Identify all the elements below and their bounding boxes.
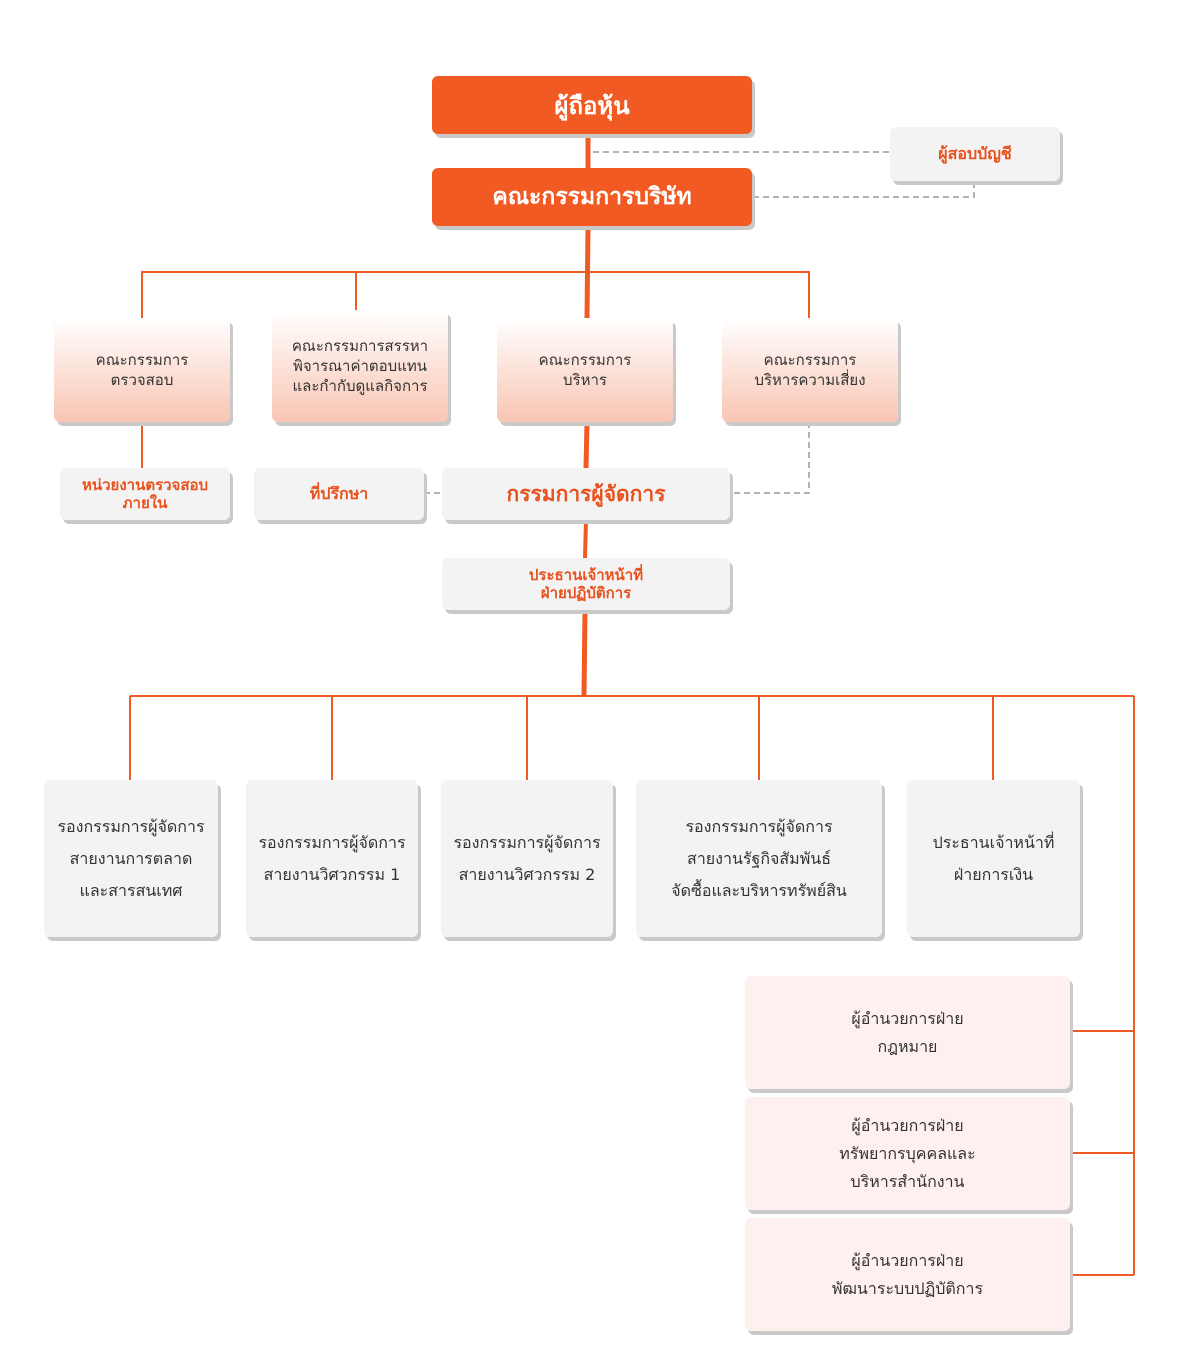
board-box: คณะกรรมการบริษัท [432,168,752,226]
risk-committee-box: คณะกรรมการ บริหารความเสี่ยง [722,318,898,422]
department-box-engineering-1: รองกรรมการผู้จัดการ สายงานวิศวกรรม 1 [246,780,418,937]
department-label: รองกรรมการผู้จัดการ สายงานวิศวกรรม 1 [258,832,406,884]
director-box-hr: ผู้อำนวยการฝ่าย ทรัพยากรบุคคลและ บริหารส… [745,1097,1070,1210]
board-label: คณะกรรมการบริษัท [492,184,692,210]
managing-director-box: กรรมการผู้จัดการ [442,468,730,520]
advisor-box: ที่ปรึกษา [254,468,424,520]
coo-label: ประธานเจ้าหน้าที่ ฝ่ายปฏิบัติการ [528,566,644,602]
executive-committee-box: คณะกรรมการ บริหาร [497,318,673,422]
risk-to-md-link [730,422,810,494]
auditor-link-board [753,182,975,198]
advisor-label: ที่ปรึกษา [309,483,369,503]
director-box-legal: ผู้อำนวยการฝ่าย กฎหมาย [745,976,1070,1089]
managing-director-label: กรรมการผู้จัดการ [506,481,666,506]
shareholders-label: ผู้ถือหุ้น [554,91,630,120]
department-label: ประธานเจ้าหน้าที่ ฝ่ายการเงิน [932,832,1055,884]
shareholders-box: ผู้ถือหุ้น [432,76,752,134]
department-box-engineering-2: รองกรรมการผู้จัดการ สายงานวิศวกรรม 2 [441,780,613,937]
nomination-committee-label: คณะกรรมการสรรหา พิจารณาค่าตอบแทน และกำกั… [291,337,429,395]
executive-committee-label: คณะกรรมการ บริหาร [538,351,632,389]
department-box-government-relations: รองกรรมการผู้จัดการ สายงานรัฐกิจสัมพันธ์… [636,780,882,937]
director-label: ผู้อำนวยการฝ่าย พัฒนาระบบปฏิบัติการ [831,1250,984,1298]
department-label: รองกรรมการผู้จัดการ สายงานวิศวกรรม 2 [453,832,601,884]
director-box-operations: ผู้อำนวยการฝ่าย พัฒนาระบบปฏิบัติการ [745,1218,1070,1331]
department-box-marketing: รองกรรมการผู้จัดการ สายงานการตลาด และสาร… [44,780,218,937]
audit-committee-label: คณะกรรมการ ตรวจสอบ [95,351,189,389]
nomination-committee-box: คณะกรรมการสรรหา พิจารณาค่าตอบแทน และกำกั… [272,310,448,422]
department-label: รองกรรมการผู้จัดการ สายงานรัฐกิจสัมพันธ์… [671,816,847,900]
spine-coo-bus [581,609,588,697]
department-label: รองกรรมการผู้จัดการ สายงานการตลาด และสาร… [57,816,205,900]
director-label: ผู้อำนวยการฝ่าย ทรัพยากรบุคคลและ บริหารส… [839,1115,976,1191]
internal-audit-label: หน่วยงานตรวจสอบ ภายใน [81,476,209,512]
director-label: ผู้อำนวยการฝ่าย กฎหมาย [851,1008,964,1056]
auditor-box: ผู้สอบบัญชี [890,127,1060,181]
audit-committee-box: คณะกรรมการ ตรวจสอบ [54,318,230,422]
committee-bus [141,271,810,318]
spine-md-coo [583,519,588,559]
spine-executive-md [583,421,590,469]
auditor-label: ผู้สอบบัญชี [938,143,1012,163]
internal-audit-box: หน่วยงานตรวจสอบ ภายใน [60,468,230,520]
department-box-cfo: ประธานเจ้าหน้าที่ ฝ่ายการเงิน [907,780,1080,937]
risk-committee-label: คณะกรรมการ บริหารความเสี่ยง [754,351,866,389]
coo-box: ประธานเจ้าหน้าที่ ฝ่ายปฏิบัติการ [442,558,730,610]
